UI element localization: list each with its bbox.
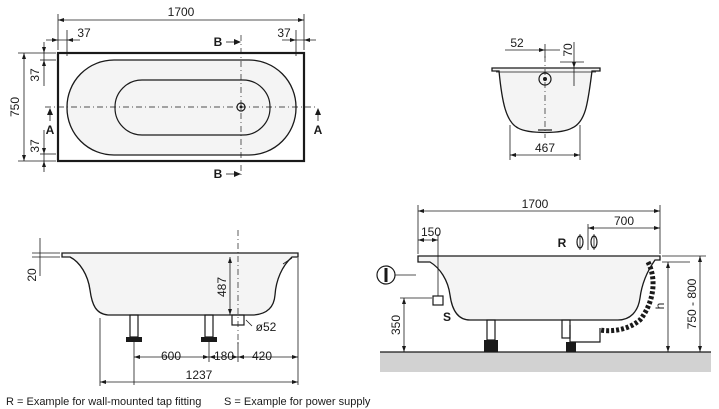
dim-rim-right: 37 xyxy=(277,26,291,40)
dim-overall-feet: 1237 xyxy=(186,368,213,382)
tub-profile-end xyxy=(491,67,601,134)
foot-install-right xyxy=(561,319,571,339)
dim-length-top: 1700 xyxy=(168,5,195,19)
foot-right xyxy=(204,314,214,338)
tap-label: R xyxy=(558,236,567,250)
installation-view: 1700 700 R 150 S 350 xyxy=(376,197,711,372)
dim-bottom-width: 467 xyxy=(535,141,555,155)
waste-trap xyxy=(569,325,601,343)
dim-drain-offset: 52 xyxy=(510,36,524,50)
dim-h: h xyxy=(653,303,667,310)
basin-floor-top xyxy=(114,79,271,136)
dim-rim-left: 37 xyxy=(77,26,91,40)
side-section-view: 20 487 ø52 600 180 420 1237 xyxy=(25,230,299,386)
dim-depth: 487 xyxy=(215,277,229,297)
tub-profile-install xyxy=(417,255,661,321)
section-a-right: A xyxy=(314,123,323,137)
dim-rim-bottom: 37 xyxy=(28,139,42,153)
dim-height-range: 750 - 800 xyxy=(685,278,699,329)
dim-foot-spacing: 600 xyxy=(161,349,181,363)
dim-drain-dia: ø52 xyxy=(256,320,277,334)
dim-width-top: 750 xyxy=(8,97,22,117)
legend-supply-note: S = Example for power supply xyxy=(224,396,371,408)
foot-install-left xyxy=(486,319,496,341)
basin-top xyxy=(66,59,297,156)
dim-drain-to-end: 420 xyxy=(252,349,272,363)
overflow-pipe xyxy=(599,260,656,334)
dim-rim-height: 70 xyxy=(561,43,575,57)
dim-rim-top: 37 xyxy=(28,68,42,82)
section-b-bottom: B xyxy=(214,167,223,181)
dim-rim-side: 20 xyxy=(25,268,39,282)
floor xyxy=(380,352,711,372)
tub-profile-side xyxy=(61,252,299,316)
supply-label: S xyxy=(443,310,451,324)
foot-left xyxy=(129,314,139,338)
dim-tap-offset: 700 xyxy=(614,214,634,228)
section-a-left: A xyxy=(46,123,55,137)
legend-tap-note: R = Example for wall-mounted tap fitting xyxy=(6,396,201,408)
dim-supply-offset: 150 xyxy=(421,225,441,239)
power-supply-box xyxy=(432,295,444,306)
dim-foot-to-drain: 180 xyxy=(214,349,234,363)
top-view: 1700 37 37 750 37 37 B B xyxy=(8,5,323,181)
dim-length-install: 1700 xyxy=(522,197,549,211)
end-section-view: 52 70 467 xyxy=(491,36,601,160)
dim-leg-height: 350 xyxy=(389,315,403,335)
section-b-top: B xyxy=(214,35,223,49)
